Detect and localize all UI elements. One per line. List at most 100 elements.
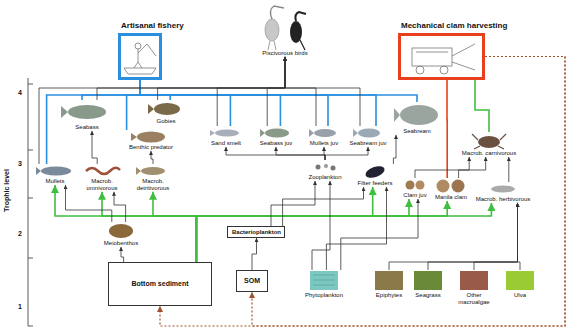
food-web-link [217, 57, 285, 126]
illustration-part [300, 40, 305, 50]
illustration-part [313, 275, 335, 285]
illustration-part [274, 41, 276, 50]
food-web-link [389, 203, 518, 270]
illustration-part [460, 271, 488, 290]
producer-icons [310, 271, 534, 290]
food-web-link [326, 187, 386, 270]
food-web-link [196, 201, 447, 262]
illustration-part [138, 62, 142, 68]
illustration-part [28, 84, 33, 85]
illustration-part [437, 180, 450, 193]
food-web-link [475, 80, 489, 132]
illustration-part [406, 181, 415, 190]
illustration-part [316, 165, 321, 170]
illustration-part [452, 180, 465, 193]
node-label: Seagrass [410, 292, 446, 299]
food-web-link [474, 203, 518, 270]
food-web-link [226, 147, 325, 160]
species-node: Manila clam [432, 178, 470, 201]
food-web-link [285, 57, 360, 126]
food-web-link [428, 203, 518, 270]
food-web-link [127, 80, 140, 130]
species-node: Phytoplankton [300, 270, 348, 299]
illustration-part [394, 108, 400, 122]
species-node: Seabream juv [348, 126, 388, 147]
illustration-part [141, 167, 165, 175]
illustration-part [138, 44, 147, 53]
illustration-part [147, 44, 156, 56]
food-web-link [393, 135, 396, 164]
illustration-part [324, 164, 328, 168]
fishery-icon [124, 43, 156, 74]
food-web-link [140, 80, 376, 126]
illustration-part [268, 41, 270, 50]
node-label: Epiphytes [372, 292, 406, 299]
axis-number: 1 [18, 303, 22, 310]
node-label: Other macroalgae [450, 292, 498, 306]
human-activity-box: Artisanal fishery [118, 33, 162, 80]
species-node: Macrob. herbivorous [474, 182, 532, 203]
species-node: Ulva [502, 270, 538, 299]
species-node: Macrob. detritivorous [128, 164, 178, 192]
illustration-part [134, 62, 138, 68]
illustration-part [138, 49, 139, 62]
node-label: SOM [244, 277, 260, 285]
species-node: Filter feeders [352, 164, 398, 187]
node-label: Phytoplankton [300, 292, 348, 299]
illustration-part [265, 129, 289, 138]
species-node: Seabass [62, 100, 112, 131]
food-web-link [341, 199, 418, 270]
food-web-link [196, 203, 491, 262]
node-label: Clam juv [400, 192, 430, 199]
food-web-link [312, 181, 330, 270]
illustration-part [265, 19, 279, 41]
node-label: Zooplankton [300, 174, 350, 181]
illustration-part [124, 68, 156, 74]
illustration-part [414, 271, 442, 290]
node-label: Sand smelt [204, 140, 248, 147]
species-node: Sand smelt [204, 126, 248, 147]
node-label: Piscivorous birds [250, 50, 320, 57]
food-web-link [82, 80, 140, 100]
species-node: Other macroalgae [450, 270, 498, 306]
food-web-link [196, 199, 409, 262]
species-node: Mullets juv [304, 126, 344, 147]
node-label: Mullets [34, 178, 76, 185]
compartment-box: Bacterioplankton [227, 226, 285, 238]
food-web-link [140, 80, 328, 126]
species-node: Seabream [392, 102, 442, 135]
illustration-part [331, 166, 336, 171]
illustration-part [270, 6, 284, 19]
illustration-part [68, 105, 106, 119]
illustration-part [260, 129, 265, 137]
birds-icon [265, 6, 306, 50]
human-activity-box: Mechanical clam harvesting [398, 33, 485, 80]
node-label: Macrob. herbivorous [474, 196, 532, 203]
food-web-link [151, 151, 153, 164]
illustration-part [215, 130, 239, 137]
food-web-link [102, 192, 196, 262]
food-web-link [140, 80, 170, 100]
illustration-part [440, 66, 448, 74]
food-web-link [518, 203, 521, 270]
illustration-part [36, 167, 41, 175]
trophic-axis [28, 78, 33, 326]
illustration-part [148, 104, 154, 114]
illustration-part [131, 133, 137, 141]
illustration-part [314, 129, 336, 137]
axis-number: 2 [18, 230, 22, 237]
food-web-link [285, 57, 316, 126]
species-node: Seabass juv [254, 126, 298, 147]
illustration-part [28, 150, 33, 151]
illustration-part [136, 167, 141, 175]
illustration-part [364, 164, 386, 180]
illustration-part [400, 105, 438, 125]
food-web-link [140, 80, 280, 126]
illustration-part [295, 12, 306, 21]
illustration-part [290, 21, 302, 43]
illustration-part [412, 48, 452, 66]
species-node: Seagrass [410, 270, 446, 299]
illustration-part [375, 271, 403, 290]
node-label: Seabream [392, 128, 442, 135]
